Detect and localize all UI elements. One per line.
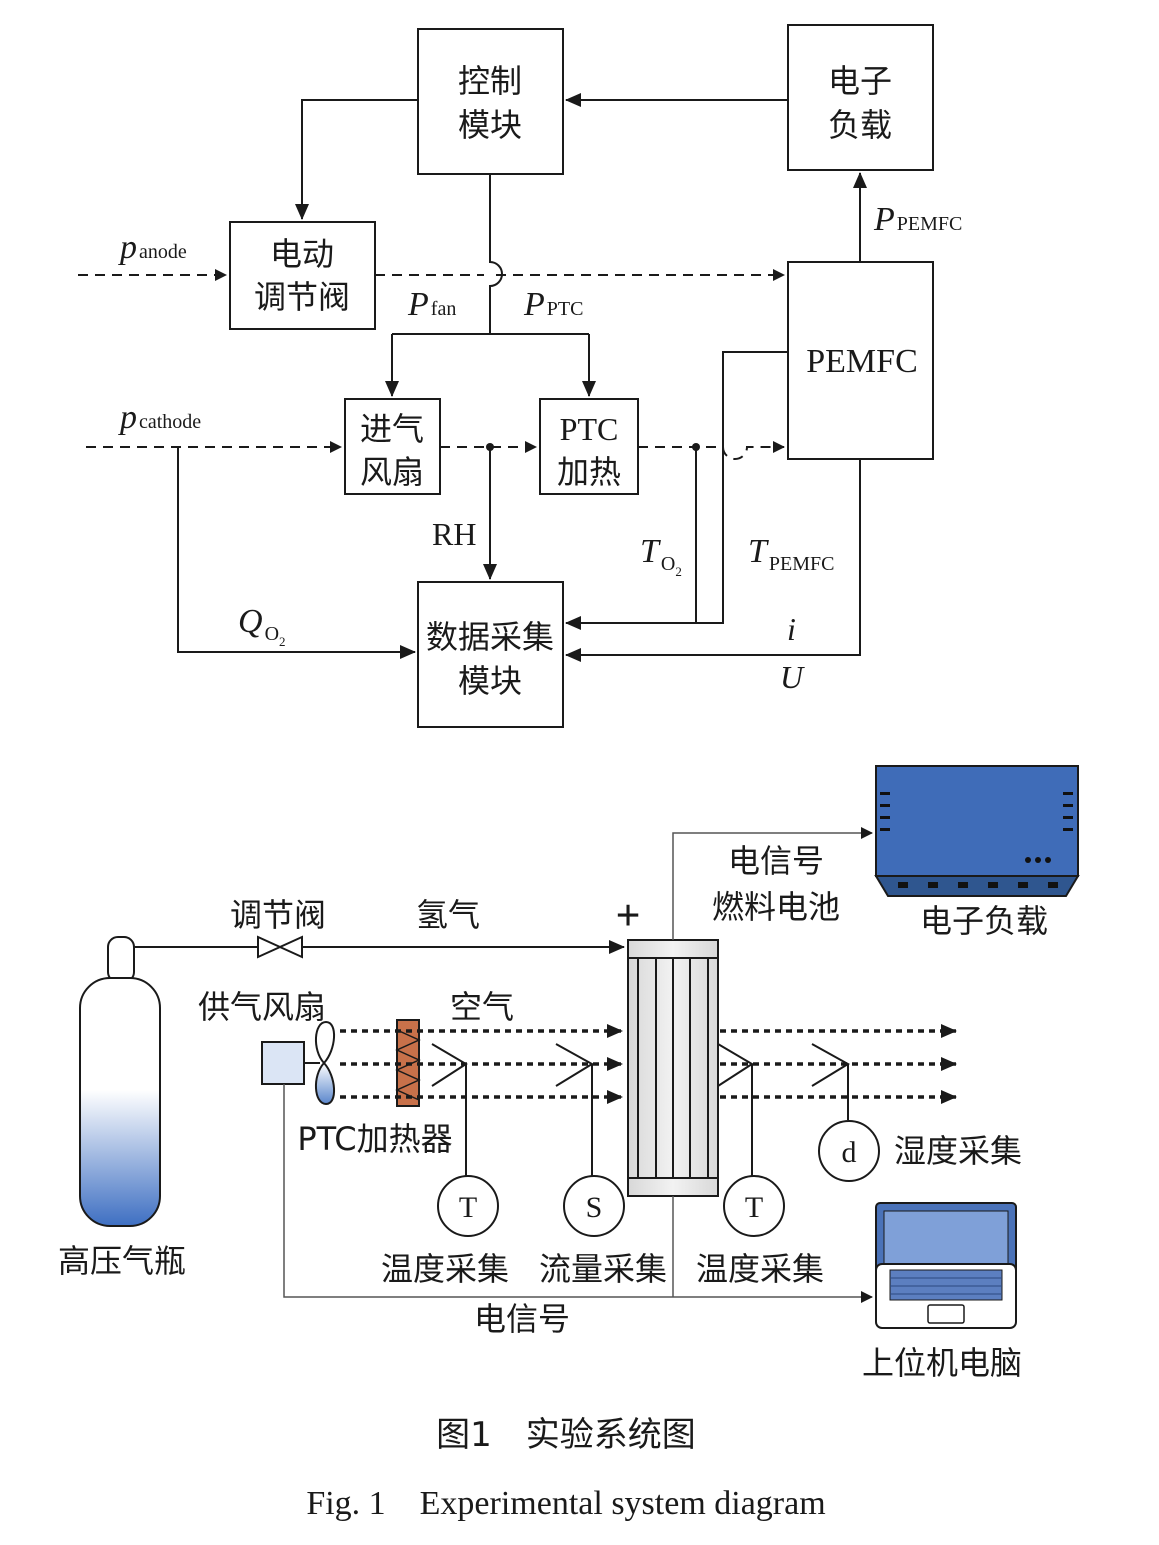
control-label-1: 控制 — [458, 62, 522, 100]
humidity-sensor-label: d — [842, 1136, 857, 1169]
iu-arrow — [565, 459, 861, 662]
caption-en: Fig. 1 Experimental system diagram — [306, 1485, 825, 1522]
pemfc-label: PEMFC — [806, 343, 918, 380]
signal-to-pc — [283, 1084, 873, 1303]
signal-to-eload — [672, 827, 873, 940]
daq-box — [417, 581, 564, 728]
supply-fan-label: 供气风扇 — [198, 988, 326, 1026]
hydrogen-label: 氢气 — [416, 896, 480, 934]
caption-cn: 图1 实验系统图 — [436, 1415, 696, 1455]
temp-sensor-1-label: T — [459, 1191, 477, 1224]
valve-box — [229, 221, 376, 330]
fan-label-2: 风扇 — [360, 453, 424, 491]
valve-label: 调节阀 — [230, 896, 326, 934]
probe-temp1 — [431, 1043, 468, 1087]
control-module-box — [417, 28, 564, 175]
i-label: i — [787, 611, 796, 647]
temp-sensor-2 — [723, 1175, 785, 1237]
eload-box — [787, 24, 934, 171]
qo2-arrow — [177, 447, 416, 659]
eload-device — [874, 765, 1080, 897]
plus-sign: + — [615, 891, 640, 940]
pc-label: 上位机电脑 — [862, 1344, 1022, 1382]
u-label: U — [780, 659, 805, 695]
ptc-heater-label: PTC加热器 — [297, 1120, 452, 1158]
humidity-label: 湿度采集 — [894, 1132, 1022, 1170]
flow-sensor — [563, 1175, 625, 1237]
humidity-sensor — [818, 1120, 880, 1182]
ptc-label-2: 加热 — [557, 453, 621, 491]
tpemfc-line — [696, 351, 788, 624]
temp1-label: 温度采集 — [381, 1250, 509, 1288]
flow-sensor-label: S — [586, 1191, 603, 1224]
fuel-cell-stack — [627, 939, 719, 1197]
control-to-valve-arrow — [295, 99, 418, 220]
rh-label: RH — [432, 516, 476, 552]
valve-label-2: 调节阀 — [254, 278, 350, 316]
ptc-box — [539, 398, 639, 495]
temp2-label: 温度采集 — [696, 1250, 824, 1288]
daq-label-1: 数据采集 — [426, 618, 554, 656]
eload-device-label: 电子负载 — [920, 902, 1048, 940]
ptc-label-1: PTC — [560, 411, 619, 447]
laptop-icon — [875, 1202, 1017, 1329]
eload-label-2: 负载 — [828, 106, 892, 144]
temp-sensor-1 — [437, 1175, 499, 1237]
daq-label-2: 模块 — [458, 662, 522, 700]
valve-label-1: 电动 — [270, 235, 334, 273]
signal-bottom-label: 电信号 — [474, 1300, 570, 1338]
flow-label: 流量采集 — [539, 1250, 667, 1288]
gas-cylinder — [79, 936, 161, 1227]
fuel-cell-label: 燃料电池 — [712, 888, 840, 926]
eload-label-1: 电子 — [828, 62, 892, 100]
fan-label-1: 进气 — [360, 410, 424, 448]
supply-fan-icon — [261, 1020, 335, 1106]
air-label: 空气 — [450, 988, 514, 1026]
temp-sensor-2-label: T — [745, 1191, 763, 1224]
cylinder-label: 高压气瓶 — [58, 1242, 186, 1280]
signal-top-label: 电信号 — [728, 842, 824, 880]
control-down-line — [489, 174, 503, 334]
valve-icon — [257, 935, 303, 959]
ptc-to-pemfc-line-b — [722, 441, 785, 460]
control-label-2: 模块 — [458, 106, 522, 144]
